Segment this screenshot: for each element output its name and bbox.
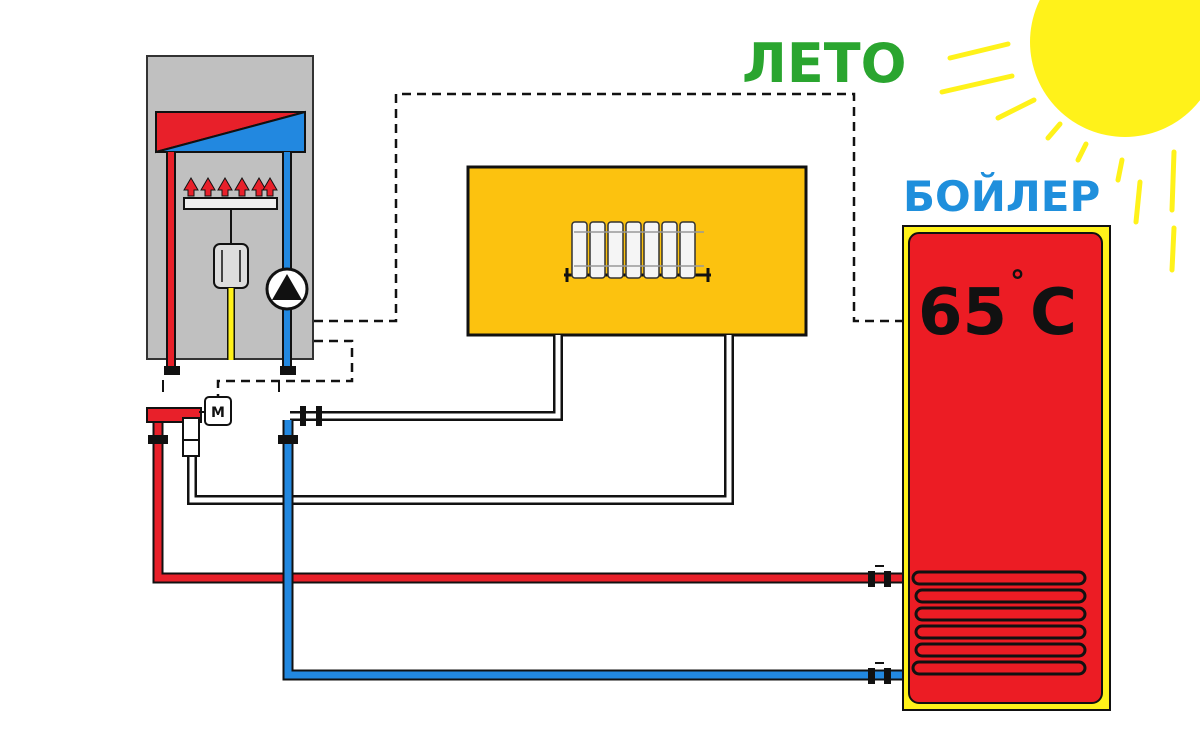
motor-icon: M <box>204 396 232 426</box>
pipe-fittings <box>148 366 322 457</box>
radiator-icon <box>564 221 711 282</box>
motor-label: M <box>211 405 225 421</box>
three-way-valve-icon <box>146 407 206 441</box>
heat-exchanger-coil-icon <box>911 570 1087 676</box>
burner-flame-icon <box>183 177 278 197</box>
storage-tank: 65 ° C <box>902 225 1111 711</box>
sun-icon <box>939 0 1200 273</box>
circulation-pump-icon <box>265 267 309 311</box>
control-wiring <box>216 92 905 396</box>
tank-label: БОЙЛЕР <box>903 171 1100 221</box>
boiler-to-tank-pipes <box>152 418 910 681</box>
radiator-pipes <box>187 335 734 505</box>
tank-fittings <box>868 565 891 684</box>
gas-boiler <box>146 55 314 370</box>
heat-exchanger <box>155 110 306 154</box>
radiator-room <box>466 165 808 337</box>
temperature-unit: C <box>1030 276 1077 350</box>
degree-symbol: ° <box>1010 265 1025 300</box>
season-label: ЛЕТО <box>742 32 906 95</box>
tank-temperature-value: 65 <box>918 276 1007 350</box>
